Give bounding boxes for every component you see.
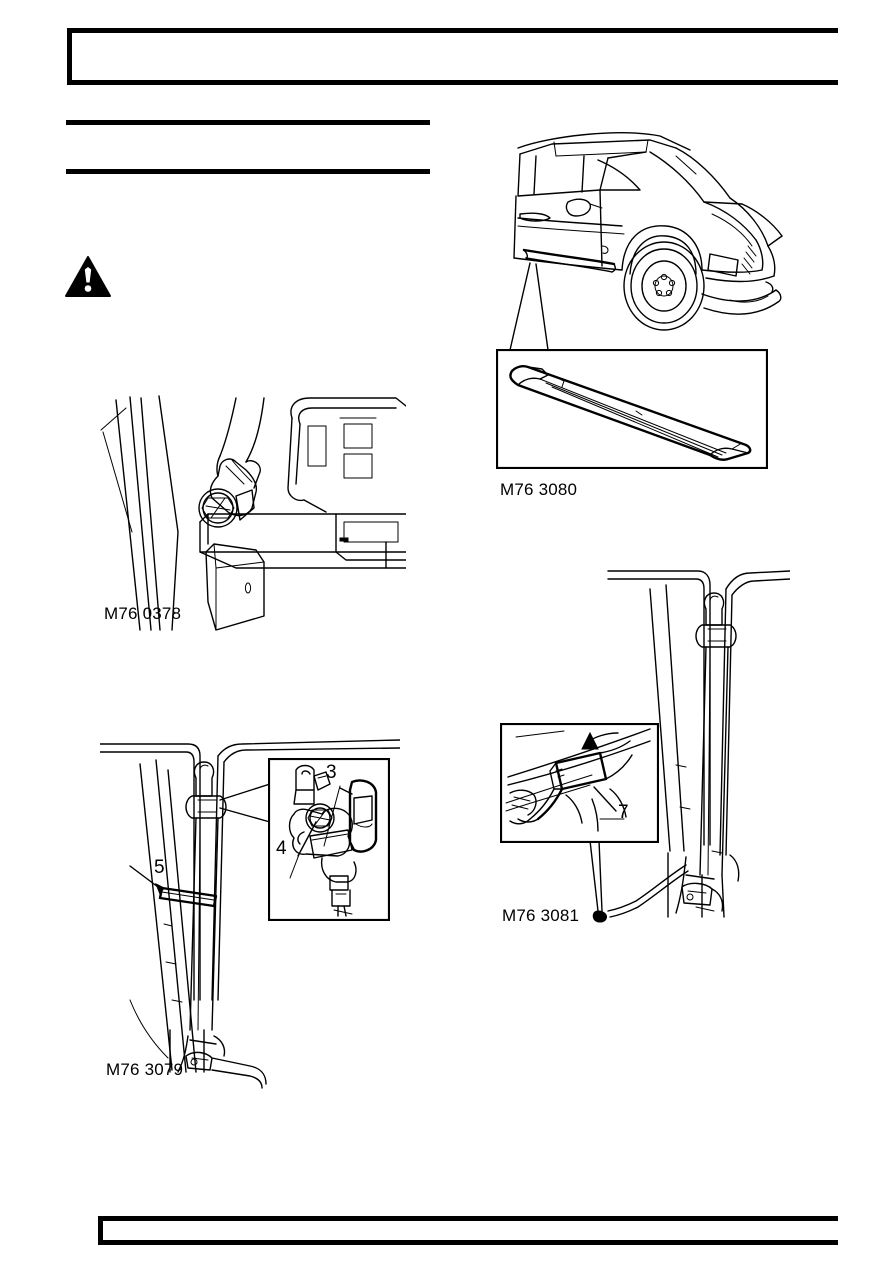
figure-m76-3079 (100, 700, 400, 1090)
figure-m76-0378 (96, 392, 406, 632)
section-rule-top (66, 120, 430, 125)
figure-m76-3080 (490, 118, 790, 368)
page-header-box (67, 28, 838, 85)
figure-caption-m76-0378: M76 0378 (104, 604, 182, 623)
figure-caption-m76-3079: M76 3079 (106, 1060, 184, 1079)
figure-caption-m76-3080: M76 3080 (500, 480, 578, 499)
warning-triangle-icon (64, 255, 112, 299)
page-footer-box (98, 1216, 838, 1245)
figure-m76-3079-inset-box (268, 758, 390, 921)
section-rule-bottom (66, 169, 430, 174)
callout-5: 5 (154, 857, 165, 878)
callout-4: 4 (276, 838, 287, 859)
figure-caption-m76-3081: M76 3081 (502, 906, 580, 925)
callout-3: 3 (326, 762, 337, 783)
figure-m76-3080-detail-box (496, 349, 768, 469)
callout-7: 7 (618, 802, 629, 823)
figure-m76-3081-inset-box (500, 723, 659, 843)
